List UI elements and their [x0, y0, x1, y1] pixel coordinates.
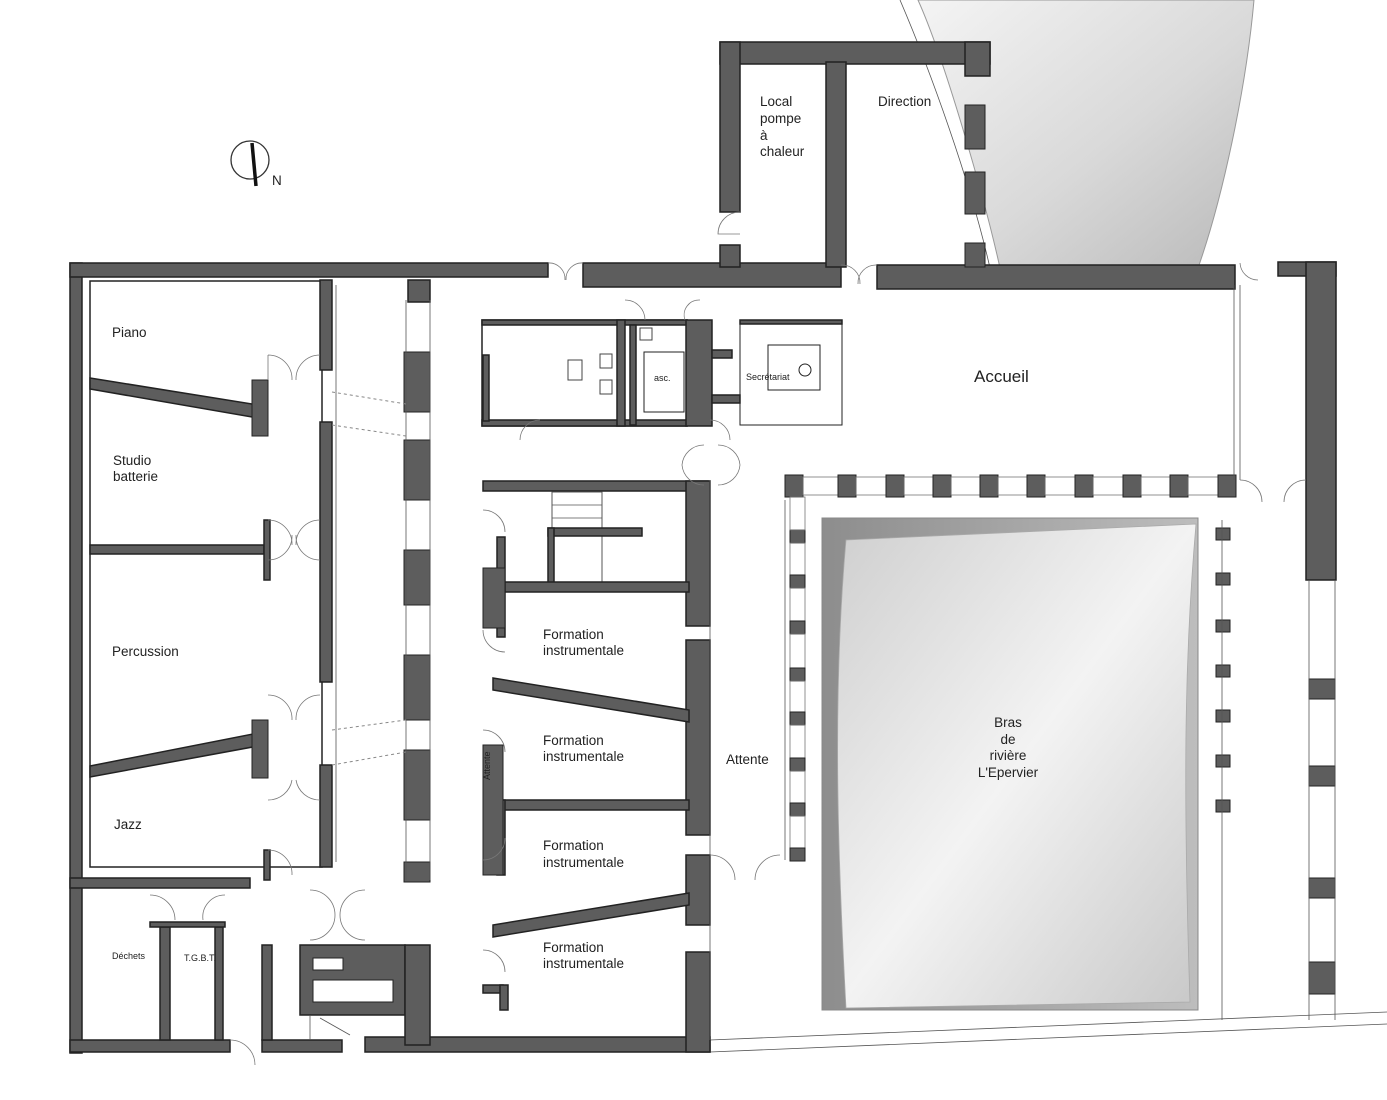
courtyard-colonnade: [784, 474, 1237, 862]
formation-3-line-1: Formation: [543, 838, 604, 853]
colonnade-pier: [1217, 474, 1237, 498]
formation-4-line-2: instrumentale: [543, 956, 624, 971]
formation-1-line-1: Formation: [543, 627, 604, 642]
attente-corridor-label: Attente: [482, 751, 492, 780]
studio-batterie-label: Studio batterie: [113, 453, 158, 484]
compass-label: N: [272, 173, 282, 188]
colonnade-bay: [789, 633, 806, 669]
colonnade-bay: [789, 496, 806, 531]
colonnade-pier: [789, 620, 806, 635]
colonnade-bay: [789, 815, 806, 849]
colonnade-bay: [789, 680, 806, 713]
bras-riviere-line-3: rivière: [990, 748, 1027, 763]
colonnade-pier: [784, 474, 804, 498]
colonnade-bay: [1044, 476, 1076, 496]
colonnade-pier: [789, 757, 806, 772]
local-pompe-line-3: à: [760, 128, 768, 143]
asc-label: asc.: [654, 373, 671, 383]
colonnade-pier: [1215, 619, 1231, 633]
dechets-label: Déchets: [112, 951, 146, 961]
colonnade-pier: [1215, 527, 1231, 541]
colonnade-pier: [1215, 709, 1231, 723]
formation-4-line-1: Formation: [543, 940, 604, 955]
colonnade-bay: [855, 476, 887, 496]
studio-batterie-line-2: batterie: [113, 469, 158, 484]
percussion-label: Percussion: [112, 644, 179, 659]
colonnade-pier: [1215, 664, 1231, 678]
colonnade-pier: [1215, 799, 1231, 813]
colonnade-pier: [979, 474, 999, 498]
formation-3-line-2: instrumentale: [543, 855, 624, 870]
formation-2-line-1: Formation: [543, 733, 604, 748]
local-pompe-line-4: chaleur: [760, 144, 805, 159]
colonnade-bay: [1092, 476, 1124, 496]
colonnade-pier: [789, 529, 806, 544]
colonnade-bay: [802, 476, 839, 496]
piano-label: Piano: [112, 325, 147, 340]
formation-4-label: Formation instrumentale: [543, 940, 624, 971]
colonnade-bay: [789, 587, 806, 622]
bras-riviere-line-1: Bras: [994, 715, 1022, 730]
colonnade-pier: [789, 711, 806, 726]
formation-3-label: Formation instrumentale: [543, 838, 624, 870]
colonnade-bay: [997, 476, 1028, 496]
colonnade-bay: [1187, 476, 1219, 496]
colonnade-pier: [789, 667, 806, 682]
secretariat-label: Secrétariat: [746, 372, 790, 382]
colonnade-bay: [789, 770, 806, 804]
accueil-label: Accueil: [974, 367, 1029, 386]
colonnade-pier: [789, 802, 806, 817]
colonnade-pier: [1169, 474, 1189, 498]
colonnade-pier: [1215, 754, 1231, 768]
colonnade-bay: [950, 476, 981, 496]
compass-icon: N: [230, 140, 282, 188]
bras-riviere-line-4: L'Epervier: [978, 765, 1039, 780]
studio-batterie-line-1: Studio: [113, 453, 151, 468]
formation-1-label: Formation instrumentale: [543, 627, 624, 658]
local-pompe-line-2: pompe: [760, 111, 801, 126]
colonnade-pier: [932, 474, 952, 498]
local-pompe-label: Local pompe à chaleur: [760, 94, 805, 159]
attente-label: Attente: [726, 752, 769, 767]
bras-riviere-label: Bras de rivière L'Epervier: [978, 715, 1039, 780]
colonnade-pier: [837, 474, 857, 498]
formation-2-label: Formation instrumentale: [543, 733, 624, 764]
colonnade-pier: [789, 847, 806, 862]
colonnade-pier: [1122, 474, 1142, 498]
formation-1-line-2: instrumentale: [543, 643, 624, 658]
colonnade-pier: [1026, 474, 1046, 498]
colonnade-pier: [1074, 474, 1094, 498]
colonnade-bay: [903, 476, 934, 496]
door-swings: [149, 211, 1307, 1066]
local-pompe-line-1: Local: [760, 94, 792, 109]
colonnade-bay: [789, 724, 806, 759]
colonnade-bay: [789, 542, 806, 576]
tgbt-label: T.G.B.T.: [184, 953, 216, 963]
bras-riviere-line-2: de: [1000, 732, 1015, 747]
direction-label: Direction: [878, 94, 931, 109]
jazz-label: Jazz: [114, 817, 142, 832]
colonnade-pier: [885, 474, 905, 498]
colonnade-pier: [789, 574, 806, 589]
colonnade-pier: [1215, 572, 1231, 586]
colonnade-bay: [1140, 476, 1171, 496]
formation-2-line-2: instrumentale: [543, 749, 624, 764]
